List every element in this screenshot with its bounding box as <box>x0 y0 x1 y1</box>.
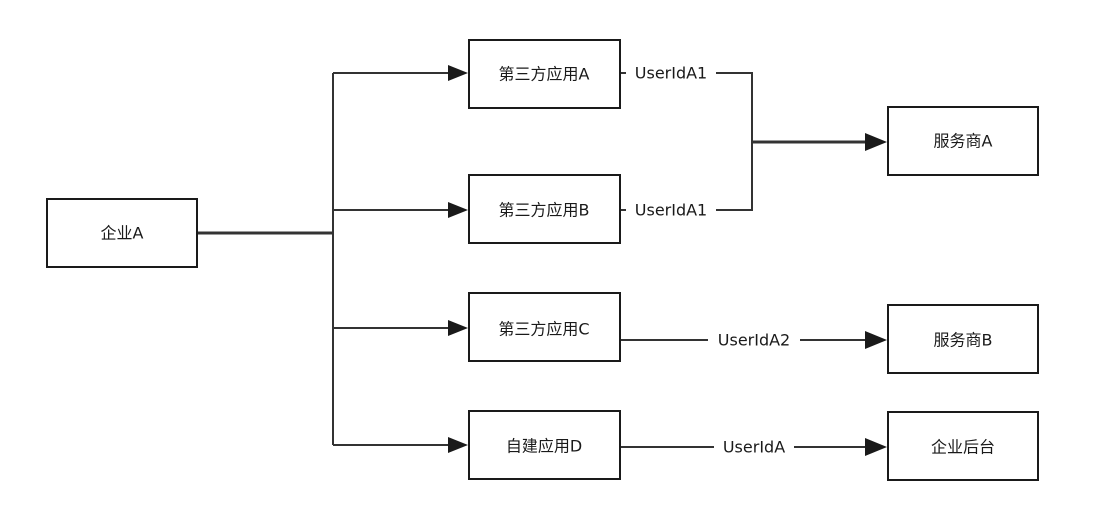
node-app-a[interactable]: 第三方应用A <box>468 39 621 109</box>
node-provider-b-label: 服务商B <box>934 331 993 350</box>
edge-label-app-c-text: UserIdA2 <box>718 331 790 350</box>
node-enterprise-backend-label: 企业后台 <box>931 438 995 457</box>
arrowhead-app-c <box>448 320 468 336</box>
node-enterprise-backend[interactable]: 企业后台 <box>887 411 1039 481</box>
edge-label-app-c: UserIdA2 <box>708 330 800 350</box>
node-app-d[interactable]: 自建应用D <box>468 410 621 480</box>
arrowhead-app-d <box>448 437 468 453</box>
edge-label-app-a: UserIdA1 <box>626 63 716 83</box>
node-provider-b[interactable]: 服务商B <box>887 304 1039 374</box>
node-app-d-label: 自建应用D <box>506 437 582 456</box>
arrowhead-backend <box>865 438 887 456</box>
node-provider-a-label: 服务商A <box>934 132 993 151</box>
arrowhead-app-b <box>448 202 468 218</box>
node-app-c-label: 第三方应用C <box>498 320 589 339</box>
arrowhead-app-a <box>448 65 468 81</box>
edge-label-app-d-text: UserIdA <box>723 438 785 457</box>
edge-label-app-b-text: UserIdA1 <box>635 201 707 220</box>
node-enterprise-a[interactable]: 企业A <box>46 198 198 268</box>
node-enterprise-a-label: 企业A <box>101 224 144 243</box>
edge-app-a-to-merge <box>620 72 753 142</box>
node-app-b-label: 第三方应用B <box>499 201 590 220</box>
arrowhead-provider-a <box>865 133 887 151</box>
node-app-b[interactable]: 第三方应用B <box>468 174 621 244</box>
edge-label-app-d: UserIdA <box>714 437 794 457</box>
node-app-a-label: 第三方应用A <box>499 65 590 84</box>
node-app-c[interactable]: 第三方应用C <box>468 292 621 362</box>
edge-label-app-b: UserIdA1 <box>626 200 716 220</box>
arrowhead-provider-b <box>865 331 887 349</box>
node-provider-a[interactable]: 服务商A <box>887 106 1039 176</box>
edge-label-app-a-text: UserIdA1 <box>635 64 707 83</box>
